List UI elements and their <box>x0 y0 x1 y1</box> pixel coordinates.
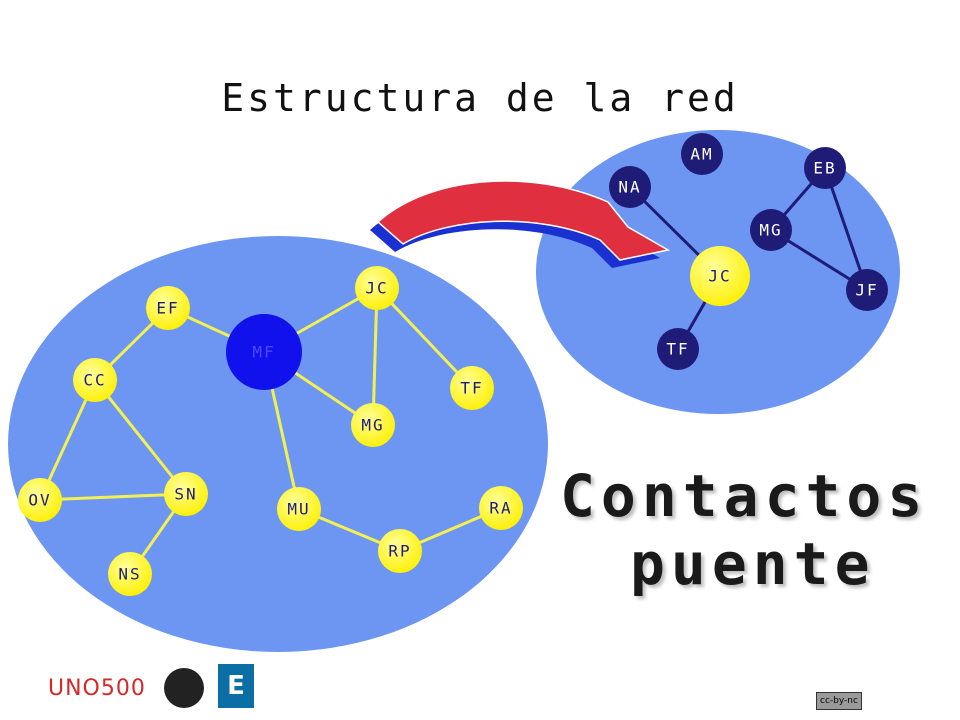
left-node-circle-sn <box>164 472 208 516</box>
right-node-jf: JF <box>846 269 888 311</box>
left-node-label-cc: CC <box>83 371 106 390</box>
right-node-circle-am <box>681 133 723 175</box>
left-edge-jc-tf <box>375 286 474 390</box>
left-network-nodes: MF JC EF CC TF MG OV SN MU RA RP NS <box>18 266 523 596</box>
left-node-circle-mf <box>226 314 302 390</box>
left-node-cc: CC <box>73 358 117 402</box>
left-node-ef: EF <box>146 286 190 330</box>
left-node-ov: OV <box>18 478 62 522</box>
right-node-label-mg: MG <box>759 221 782 240</box>
right-node-circle-na <box>609 166 651 208</box>
right-node-label-na: NA <box>618 178 641 197</box>
right-node-circle-jc <box>690 246 750 306</box>
left-node-circle-rp <box>378 529 422 573</box>
right-node-circle-mg <box>750 209 792 251</box>
right-node-label-tf: TF <box>666 340 689 359</box>
cc-license-icon: cc-by-nc <box>816 692 862 710</box>
left-node-tf: TF <box>450 366 494 410</box>
left-edge-ov-sn <box>39 492 187 502</box>
right-network-nodes: AM NA EB MG JC JF TF <box>609 133 888 370</box>
right-node-label-eb: EB <box>813 159 836 178</box>
left-node-label-ns: NS <box>118 565 141 584</box>
uno500-logo: UNO500 <box>48 676 146 701</box>
e-logo: E <box>218 664 254 708</box>
right-node-am: AM <box>681 133 723 175</box>
left-node-label-mf: MF <box>252 343 275 362</box>
left-node-label-mu: MU <box>287 500 310 519</box>
seal-icon <box>164 668 204 708</box>
page-title: Estructura de la red <box>221 76 739 120</box>
left-node-mu: MU <box>277 487 321 531</box>
left-node-label-ra: RA <box>489 499 512 518</box>
bridge-label-line2: puente <box>630 530 876 598</box>
left-node-label-rp: RP <box>388 542 411 561</box>
bridge-contacts-label: Contactos puente <box>560 462 929 598</box>
left-node-circle-ra <box>479 486 523 530</box>
left-node-circle-ns <box>108 552 152 596</box>
left-cluster <box>8 236 548 652</box>
right-node-circle-eb <box>804 147 846 189</box>
left-edge-cc-sn <box>93 379 188 495</box>
left-node-jc: JC <box>355 266 399 310</box>
left-node-ns: NS <box>108 552 152 596</box>
left-node-circle-tf <box>450 366 494 410</box>
left-node-sn: SN <box>164 472 208 516</box>
left-node-circle-mu <box>277 487 321 531</box>
left-node-circle-mg <box>351 403 395 447</box>
bridge-arrow-icon <box>370 180 671 268</box>
right-node-label-jc: JC <box>708 267 731 286</box>
left-node-label-mg: MG <box>361 416 384 435</box>
left-node-label-ov: OV <box>28 491 51 510</box>
right-node-jc: JC <box>690 246 750 306</box>
right-node-circle-tf <box>657 328 699 370</box>
left-edge-jc-mg <box>371 287 379 426</box>
left-node-mf: MF <box>226 314 302 390</box>
right-edge-eb-jf <box>823 167 869 291</box>
left-node-label-ef: EF <box>156 299 179 318</box>
left-node-ra: RA <box>479 486 523 530</box>
left-node-label-sn: SN <box>174 485 197 504</box>
right-node-na: NA <box>609 166 651 208</box>
left-node-circle-cc <box>73 358 117 402</box>
left-node-circle-ov <box>18 478 62 522</box>
left-node-label-jc: JC <box>365 279 388 298</box>
right-node-tf: TF <box>657 328 699 370</box>
right-node-mg: MG <box>750 209 792 251</box>
right-node-eb: EB <box>804 147 846 189</box>
right-node-circle-jf <box>846 269 888 311</box>
left-node-mg: MG <box>351 403 395 447</box>
left-edge-cc-ov <box>38 379 97 501</box>
left-node-circle-ef <box>146 286 190 330</box>
left-node-label-tf: TF <box>460 379 483 398</box>
left-node-circle-jc <box>355 266 399 310</box>
right-node-label-jf: JF <box>855 281 878 300</box>
left-node-rp: RP <box>378 529 422 573</box>
bridge-label-line1: Contactos <box>560 462 929 530</box>
right-node-label-am: AM <box>690 145 713 164</box>
